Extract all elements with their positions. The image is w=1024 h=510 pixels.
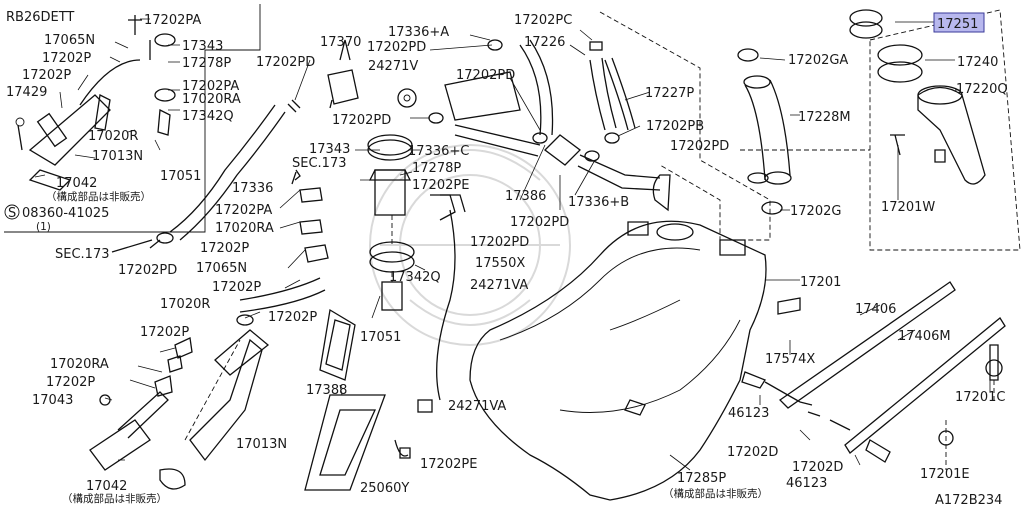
watermark-emblem [369,144,571,346]
inset-rb26dett: RB26DETT S [4,4,261,233]
section-arrow-icon-2 [291,171,297,185]
label-17020r-b: 17020R [160,297,210,312]
lower-left-pump [89,329,270,490]
label-sec173-b: SEC.173 [55,247,110,262]
label-46123-a: 46123 [728,406,769,421]
label-17042-b: 17042 [86,479,127,494]
label-17202d-a: 17202D [727,445,778,460]
label-17065n-b: 17065N [196,261,247,276]
label-17251[interactable]: 17251 [937,17,978,32]
label-17201e: 17201E [920,467,970,482]
label-08360-41025: 08360-41025 [22,206,109,221]
label-17574x: 17574X [765,352,815,367]
label-17550x: 17550X [475,256,525,271]
label-46123-b: 46123 [786,476,827,491]
label-17342q-b: 17342Q [389,270,441,285]
left-hoses [149,39,359,326]
label-17343-b: 17343 [309,142,350,157]
fuel-tank-17201 [469,174,800,501]
label-17336: 17336 [232,181,273,196]
label-17202pd-a: 17202PD [256,55,315,70]
label-17051-a: 17051 [160,169,201,184]
label-17336pa: 17336+A [388,25,449,40]
label-17202p-g: 17202P [46,375,95,390]
note-not-sold-b: （構成部品は非販売） [62,492,167,505]
label-17043: 17043 [32,393,73,408]
label-17278p-a: 17278P [182,56,231,71]
label-17020ra-b: 17020RA [215,221,274,236]
label-17042-a: 17042 [56,176,97,191]
label-17202ga: 17202GA [788,53,848,68]
note-not-sold-c: （構成部品は非販売） [663,487,768,500]
label-17336pc: 17336+C [408,144,469,159]
label-17202p-c: 17202P [200,241,249,256]
label-17201c: 17201C [955,390,1005,405]
label-17202pe-b: 17202PE [420,457,477,472]
label-17051-b: 17051 [360,330,401,345]
label-17386: 17386 [505,189,546,204]
label-17202p-b: 17202P [22,68,71,83]
label-17228m: 17228M [798,110,851,125]
label-17020ra-a: 17020RA [182,92,241,107]
label-17388: 17388 [306,383,347,398]
label-24271va-a: 24271VA [470,278,528,293]
label-24271v: 24271V [368,59,418,74]
center-pump-assembly [304,134,466,491]
label-17227p: 17227P [645,86,694,101]
label-17285p: 17285P [677,471,726,486]
label-17278p-b: 17278P [412,161,461,176]
label-24271va-b: 24271VA [448,399,506,414]
label-17202pc: 17202PC [514,13,572,28]
label-17201: 17201 [800,275,841,290]
upper-center-hoses [397,29,661,210]
label-17201w: 17201W [881,200,935,215]
label-17020r-a: 17020R [88,129,138,144]
label-25060y: 25060Y [360,481,409,496]
label-17429: 17429 [6,85,47,100]
label-17202pd-g: 17202PD [470,235,529,250]
label-17202pd-d: 17202PD [332,113,391,128]
section-arrow-icon [111,239,153,253]
label-17202pb: 17202PB [646,119,704,134]
label-17202pa-b: 17202PA [182,79,239,94]
label-17342q-a: 17342Q [182,109,234,124]
label-17013n-a: 17013N [92,149,143,164]
label-17202pd-b: 17202PD [367,40,426,55]
label-17406m: 17406M [898,329,951,344]
label-17220q: 17220Q [956,82,1008,97]
label-17202pa-c: 17202PA [215,203,272,218]
label-17013n-b: 17013N [236,437,287,452]
label-17336pb: 17336+B [568,195,629,210]
highlight-17251-box[interactable] [933,12,985,33]
label-17343-a: 17343 [182,39,223,54]
diagram-code: A172B234 [935,493,1002,508]
label-08360-qty: (1) [36,221,51,233]
label-17202pe-a: 17202PE [412,178,469,193]
label-17202pd-c: 17202PD [456,68,515,83]
label-17202p-a: 17202P [42,51,91,66]
label-17202pd-h: 17202PD [118,263,177,278]
label-17202p-f: 17202P [140,325,189,340]
label-17226: 17226 [524,35,565,50]
label-17020ra-c: 17020RA [50,357,109,372]
tank-straps [741,281,1006,470]
label-17370: 17370 [320,35,361,50]
label-17240: 17240 [957,55,998,70]
circled-s-icon: S [8,206,16,221]
label-17202d-b: 17202D [792,460,843,475]
label-17202g: 17202G [790,204,841,219]
label-17202pd-f: 17202PD [510,215,569,230]
label-17202p-e: 17202P [268,310,317,325]
label-17202pa-a: 17202PA [144,13,201,28]
label-17065n-a: 17065N [44,33,95,48]
label-sec173-a: SEC.173 [292,156,347,171]
note-not-sold-a: （構成部品は非販売） [46,190,151,203]
engine-label: RB26DETT [6,10,74,25]
label-17406: 17406 [855,302,896,317]
label-17202p-d: 17202P [212,280,261,295]
